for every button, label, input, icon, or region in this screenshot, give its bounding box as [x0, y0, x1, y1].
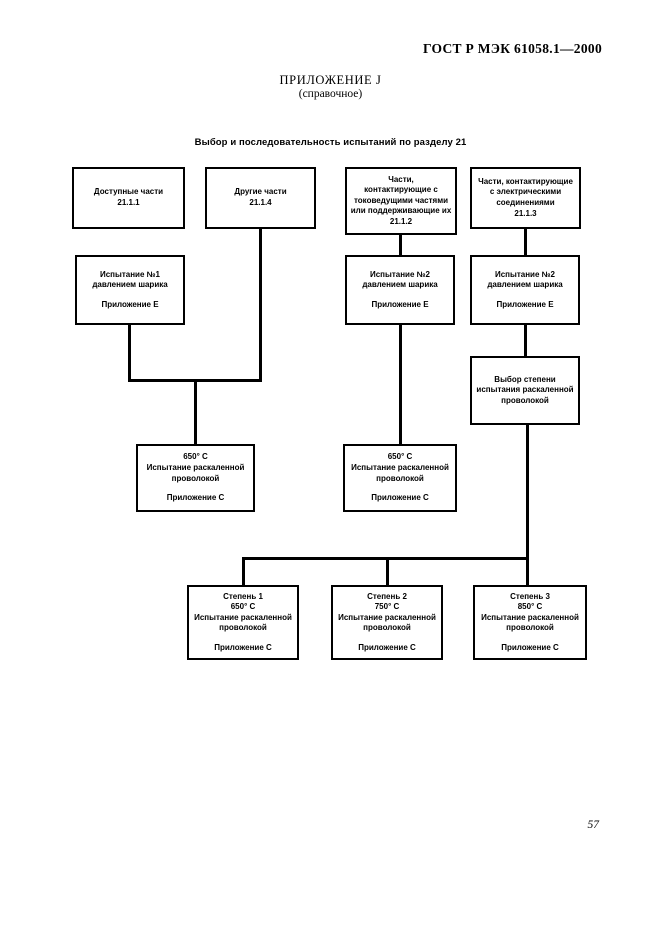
box-text-line: проволокой — [506, 623, 554, 633]
box-text-line: проволокой — [501, 395, 549, 405]
box-text-line: испытания раскаленной — [476, 385, 574, 395]
box-text-line: 650° С — [387, 452, 413, 462]
box-text-line: Испытание раскаленной — [338, 612, 436, 622]
appendix-reference: Приложение Е — [371, 299, 429, 309]
box-text-line: Испытание раскаленной — [146, 462, 245, 472]
box-text-line: Части, — [388, 174, 414, 184]
appendix-reference: Приложение Е — [101, 299, 159, 309]
appendix-reference: Приложение С — [214, 642, 272, 652]
box-text-line: Испытание раскаленной — [481, 612, 579, 622]
connector-electrical-to-test2b — [524, 229, 527, 255]
box-text-line: 21.1.2 — [389, 216, 413, 226]
appendix-reference: Приложение С — [166, 493, 225, 503]
box-text-line: Другие части — [234, 187, 287, 197]
appendix-reference: Приложение Е — [496, 299, 554, 309]
connector-drop-severity-3 — [526, 557, 529, 585]
box-text-line: Степень 2 — [367, 591, 407, 601]
flowchart-title: Выбор и последовательность испытаний по … — [194, 137, 467, 148]
box-text-line: 21.1.4 — [249, 198, 272, 207]
box-text-line: или поддерживающие их — [350, 206, 452, 216]
box-text-line: Испытание раскаленной — [194, 612, 292, 622]
box-text-line: 21.1.1 — [117, 198, 140, 207]
box-text-line: Степень 3 — [510, 591, 550, 601]
box-text-line: Выбор степени — [494, 374, 556, 384]
box-text-line: 650° С — [183, 452, 208, 462]
appendix-reference: Приложение С — [501, 642, 559, 652]
box-text-line: Части, контактирующие — [478, 176, 573, 186]
box-text-line: Доступные части — [93, 187, 164, 197]
box-text-line: соединениями — [496, 198, 555, 207]
connector-drop-severity-1 — [242, 557, 245, 585]
box-text-line: Испытание раскаленной — [351, 462, 449, 472]
connector-live-parts-to-test2a — [399, 235, 402, 255]
box-text-line: с электрическими — [489, 187, 562, 197]
connector-merge-to-glowwire — [194, 380, 197, 444]
connector-test2b-to-severity-choice — [524, 325, 527, 356]
box-text-line: токоведущими частями — [353, 195, 449, 205]
box-text-line: проволокой — [171, 473, 220, 483]
box-text-line: контактирующие с — [364, 185, 438, 195]
box-text-line: Испытание №1 — [99, 269, 161, 279]
box-text-line: Испытание №2 — [494, 269, 556, 279]
connector-severity-choice-down — [526, 425, 529, 560]
box-text-line: проволокой — [219, 623, 267, 633]
box-text-line: 850° С — [517, 602, 543, 612]
box-text-line: давлением шарика — [487, 280, 563, 290]
page-number: 57 — [587, 819, 600, 831]
appendix-reference: Приложение С — [371, 493, 429, 503]
box-text-line: Степень 1 — [223, 591, 263, 601]
appendix-title: ПРИЛОЖЕНИЕ J — [279, 73, 382, 87]
appendix-subtitle: (справочное) — [298, 88, 363, 100]
box-text-line: давлением шарика — [92, 280, 168, 290]
box-text-line: 650° С — [230, 602, 256, 612]
box-text-line: давлением шарика — [362, 280, 438, 290]
connector-other-parts-down — [259, 229, 262, 382]
box-text-line: Испытание №2 — [369, 269, 431, 279]
box-text-line: 21.1.3 — [514, 208, 537, 218]
connector-distribution-horizontal — [242, 557, 529, 560]
connector-test1-down — [128, 325, 131, 382]
document-header: ГОСТ Р МЭК 61058.1—2000 — [422, 41, 602, 56]
connector-drop-severity-2 — [386, 557, 389, 585]
box-text-line: проволокой — [363, 623, 411, 633]
connector-test2a-to-glowwire — [399, 325, 402, 444]
box-text-line: 750° С — [374, 602, 400, 612]
appendix-reference: Приложение С — [358, 642, 416, 652]
box-text-line: проволокой — [376, 473, 424, 483]
